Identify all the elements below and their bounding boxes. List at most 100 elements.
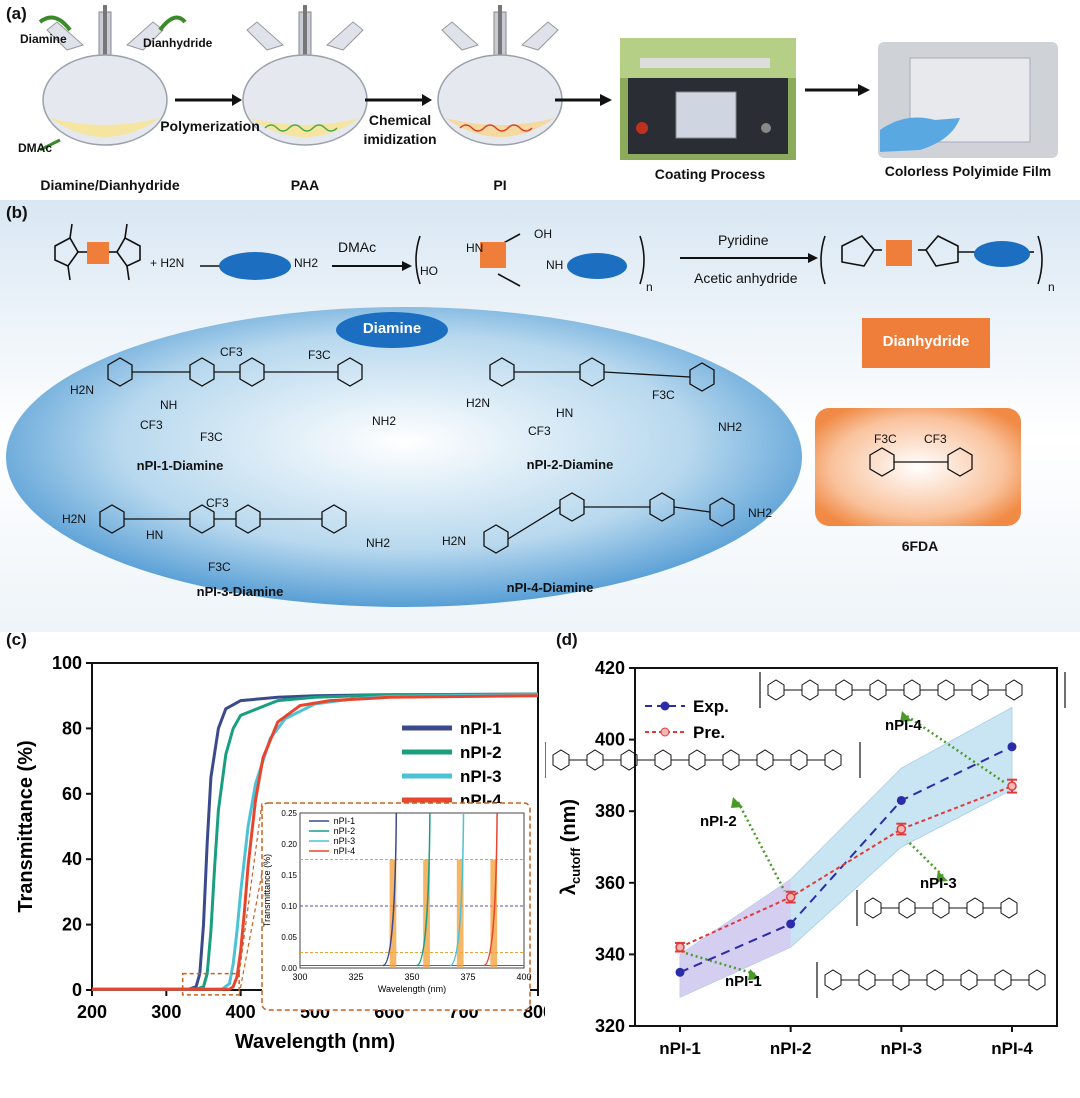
oh-text: OH bbox=[534, 227, 552, 241]
series-line-exp bbox=[679, 745, 1013, 974]
dianhydride-box bbox=[815, 408, 1021, 526]
y-tick-label: 360 bbox=[595, 873, 625, 893]
6fda-cf3: CF3 bbox=[924, 432, 947, 446]
step1-caption: Diamine/Dianhydride bbox=[40, 177, 180, 193]
y-tick-label: 320 bbox=[595, 1016, 625, 1036]
y-tick-label: 0 bbox=[72, 980, 82, 1000]
panel-b-scheme bbox=[6, 223, 1043, 607]
x-tick-label: 200 bbox=[77, 1002, 107, 1022]
exp-point bbox=[896, 795, 906, 805]
legend-label-exp: Exp. bbox=[693, 697, 729, 716]
m2-f3c: F3C bbox=[652, 388, 675, 402]
diamine-arrow bbox=[38, 15, 72, 32]
diamine-badge: Diamine bbox=[362, 320, 422, 337]
6fda-f3c: F3C bbox=[874, 432, 897, 446]
structure-ring bbox=[790, 749, 808, 771]
structure-ring bbox=[835, 679, 853, 701]
inset-y-tick: 0.05 bbox=[281, 933, 297, 942]
legend-label-nPI-1: nPI-1 bbox=[460, 719, 502, 738]
dianhydride-name: 6FDA bbox=[901, 538, 939, 554]
dianhydride-badge: Dianhydride bbox=[882, 333, 970, 350]
structure-ring bbox=[960, 969, 978, 991]
inset-x-tick: 400 bbox=[516, 972, 531, 982]
inset-legend-label-nPI-4: nPI-4 bbox=[334, 846, 356, 856]
arrow2-label-1: Chemical bbox=[368, 112, 432, 128]
dianhydride-core-3 bbox=[886, 240, 912, 266]
dianhydride-arrow bbox=[158, 15, 187, 32]
exp-point bbox=[786, 919, 796, 929]
m1-h2n: H2N bbox=[70, 383, 95, 397]
structure-ring bbox=[892, 969, 910, 991]
m1-cf3b: CF3 bbox=[140, 418, 163, 432]
n-subscript-1: n bbox=[646, 280, 653, 294]
x-axis-label: Wavelength (nm) bbox=[235, 1031, 395, 1053]
y-axis-label: λcutoff (nm) bbox=[558, 799, 583, 895]
step4-caption: Coating Process bbox=[654, 166, 766, 182]
hn-text: HN bbox=[466, 241, 484, 255]
inset-curve-nPI-1 bbox=[382, 812, 398, 967]
transmittance-chart: 200300400500600700800020406080100Wavelen… bbox=[15, 653, 545, 1053]
structure-ring bbox=[994, 969, 1012, 991]
structure-ring bbox=[926, 969, 944, 991]
inset-curve-nPI-4 bbox=[483, 812, 498, 967]
plot-frame bbox=[634, 667, 1058, 1027]
panel-a-figure bbox=[38, 5, 1058, 160]
annotation-nPI-1: nPI-1 bbox=[725, 973, 762, 990]
polyimide-film-photo bbox=[878, 42, 1058, 158]
x-tick-label: nPI-2 bbox=[770, 1039, 812, 1058]
structure-ring bbox=[824, 749, 842, 771]
inset-curve-nPI-3 bbox=[449, 812, 465, 967]
structure-ring bbox=[858, 969, 876, 991]
m3-nh2: NH2 bbox=[366, 536, 391, 550]
structure-ring bbox=[864, 897, 882, 919]
structure-npi-1 bbox=[816, 962, 1058, 998]
m3-hn: HN bbox=[146, 528, 164, 542]
structure-ring bbox=[1000, 897, 1018, 919]
structure-ring bbox=[932, 897, 950, 919]
plus-h2n: + H2N bbox=[150, 256, 185, 270]
structure-ring bbox=[1028, 969, 1046, 991]
m4-h2n: H2N bbox=[442, 534, 467, 548]
annotation-arrow bbox=[906, 839, 944, 877]
m3-f3c: F3C bbox=[208, 560, 231, 574]
step2-caption: PAA bbox=[290, 177, 320, 193]
zoom-connector-2 bbox=[238, 802, 263, 974]
y-axis-label-subscript: cutoff bbox=[568, 847, 583, 884]
annotation-arrowhead bbox=[900, 711, 912, 722]
y-tick-label: 380 bbox=[595, 801, 625, 821]
structure-ring bbox=[654, 749, 672, 771]
pre-point bbox=[785, 892, 796, 902]
structure-ring bbox=[552, 749, 570, 771]
dmac-arrow bbox=[39, 138, 61, 152]
legend-label-pre: Pre. bbox=[693, 723, 725, 742]
structure-ring bbox=[767, 679, 785, 701]
inset-curve-nPI-2 bbox=[416, 812, 431, 967]
dianhydride-core-1 bbox=[87, 242, 109, 264]
structure-npi-4 bbox=[759, 672, 1066, 708]
inset-y-tick: 0.25 bbox=[281, 809, 297, 818]
series-line-nPI-2 bbox=[92, 692, 539, 991]
reaction2-top: Pyridine bbox=[718, 232, 769, 248]
m1-nh2: NH2 bbox=[372, 414, 397, 428]
structure-ring bbox=[688, 749, 706, 771]
arrow2-label-2: imidization bbox=[363, 131, 437, 147]
pre-point bbox=[675, 942, 685, 952]
legend-label-nPI-3: nPI-3 bbox=[460, 767, 502, 786]
m2-hn: HN bbox=[556, 406, 574, 420]
m1-cf3a: CF3 bbox=[220, 345, 243, 359]
inset-x-label: Wavelength (nm) bbox=[378, 984, 446, 994]
series-line-pre bbox=[679, 785, 1013, 949]
monomer-structures bbox=[99, 357, 973, 554]
m2-cf3: CF3 bbox=[528, 424, 551, 438]
m3-h2n: H2N bbox=[62, 512, 87, 526]
exp-point bbox=[1007, 742, 1017, 752]
panel-d-label: (d) bbox=[556, 630, 578, 649]
m2-nh2: NH2 bbox=[718, 420, 743, 434]
structure-ring bbox=[1005, 679, 1023, 701]
inset-y-tick: 0.10 bbox=[281, 902, 297, 911]
flask-3 bbox=[437, 5, 563, 146]
diamine-core-2 bbox=[567, 253, 627, 279]
annotation-arrowhead bbox=[936, 871, 948, 882]
inset-y-label: Transmittance (%) bbox=[262, 854, 272, 927]
inset-y-tick: 0.20 bbox=[281, 840, 297, 849]
